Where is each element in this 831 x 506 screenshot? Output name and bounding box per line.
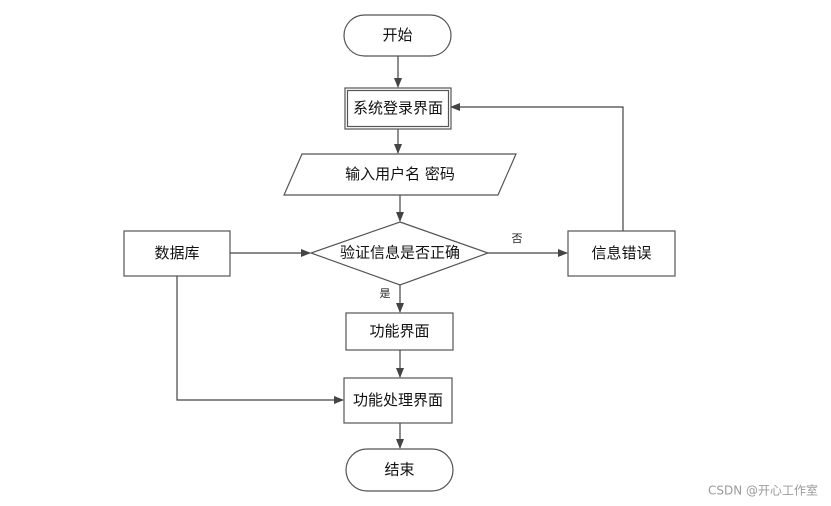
node-verify-label: 验证信息是否正确: [340, 244, 460, 262]
node-start: 开始: [343, 14, 452, 57]
edges: [176, 56, 624, 449]
node-end-label: 结束: [384, 461, 414, 479]
node-function-label: 功能界面: [369, 322, 429, 340]
node-database: 数据库: [123, 230, 231, 277]
process-box-inner: [346, 89, 450, 128]
database-box: [123, 230, 231, 277]
node-process-label: 功能处理界面: [353, 391, 443, 409]
decision-diamond: [309, 221, 490, 286]
node-verify: 验证信息是否正确: [309, 221, 490, 286]
edge-label-yes: 是: [380, 287, 391, 300]
parallelogram-shape: [283, 153, 517, 196]
terminator-shape: [343, 14, 452, 57]
edge-label-no: 否: [512, 232, 523, 245]
node-database-label: 数据库: [154, 244, 199, 262]
node-login: 系统登录界面: [344, 87, 452, 130]
watermark: CSDN @开心工作室: [708, 483, 818, 498]
function-box: [345, 312, 454, 351]
node-error-label: 信息错误: [591, 244, 651, 262]
edge-error-login: [450, 103, 624, 231]
node-process: 功能处理界面: [343, 377, 453, 424]
node-end: 结束: [345, 448, 454, 492]
terminator-shape: [345, 448, 454, 492]
node-input: 输入用户名 密码: [283, 153, 517, 196]
process-handling-box: [343, 377, 453, 424]
node-login-label: 系统登录界面: [353, 99, 443, 117]
node-start-label: 开始: [382, 26, 412, 44]
node-input-label: 输入用户名 密码: [345, 165, 455, 183]
node-function: 功能界面: [345, 312, 454, 351]
edge-database-process: [176, 276, 344, 404]
error-box: [567, 230, 676, 277]
node-error: 信息错误: [567, 230, 676, 277]
